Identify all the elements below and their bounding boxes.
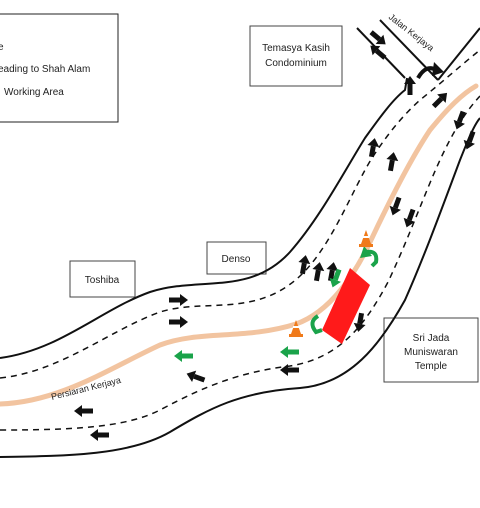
traffic-cone-icon (289, 320, 303, 337)
sri-jada-label-3: Temple (415, 361, 448, 372)
landmark-sri-jada: Sri Jada Muniswaran Temple (383, 317, 479, 383)
green-turn-arrow-head-icon (360, 246, 372, 258)
black-arrow-icon (384, 151, 400, 172)
legend-item-3: Working Area (4, 87, 64, 98)
temasya-label-2: Condominium (265, 58, 327, 69)
black-arrow-icon (169, 316, 188, 328)
black-arrow-icon (184, 367, 207, 386)
road-edge-upper (0, 77, 408, 359)
black-arrow-icon (90, 429, 109, 441)
road-label-jalan-kerjaya: Jalan Kerjaya (387, 12, 436, 53)
road-edge-top-right (437, 27, 480, 81)
lane-dividers (0, 49, 480, 431)
green-turn-arrow-icon (310, 314, 323, 335)
black-arrow-icon (400, 207, 419, 230)
traffic-cone-icon (359, 230, 373, 247)
black-arrow-icon (365, 137, 381, 158)
green-arrow-icon (280, 346, 299, 358)
diversion-arrows (174, 246, 379, 362)
landmark-toshiba: Toshiba (69, 260, 136, 298)
black-arrow-icon (310, 261, 326, 282)
green-arrow-icon (174, 350, 193, 362)
landmark-temasya: Temasya Kasih Condominium (249, 25, 343, 87)
road-edge-lower (0, 117, 480, 458)
turn-arrow-head-icon (432, 62, 444, 76)
denso-label: Denso (222, 254, 251, 265)
toshiba-label: Toshiba (85, 275, 120, 286)
black-arrow-icon (169, 294, 188, 306)
temasya-label-1: Temasya Kasih (262, 43, 330, 54)
working-area-block (322, 268, 370, 344)
lane-divider-lower (0, 95, 480, 431)
legend-item-2: eading to Shah Alam (0, 64, 90, 75)
sri-jada-label-1: Sri Jada (413, 333, 450, 344)
median-line (0, 83, 479, 407)
black-arrow-icon (74, 405, 93, 417)
legend-item-1: e (0, 42, 4, 53)
landmark-denso: Denso (206, 241, 267, 275)
sri-jada-label-2: Muniswaran (404, 347, 458, 358)
black-arrow-icon (296, 254, 312, 275)
traffic-arrows (74, 27, 479, 441)
legend: e eading to Shah Alam Working Area (0, 13, 119, 123)
black-arrow-icon (460, 129, 479, 152)
